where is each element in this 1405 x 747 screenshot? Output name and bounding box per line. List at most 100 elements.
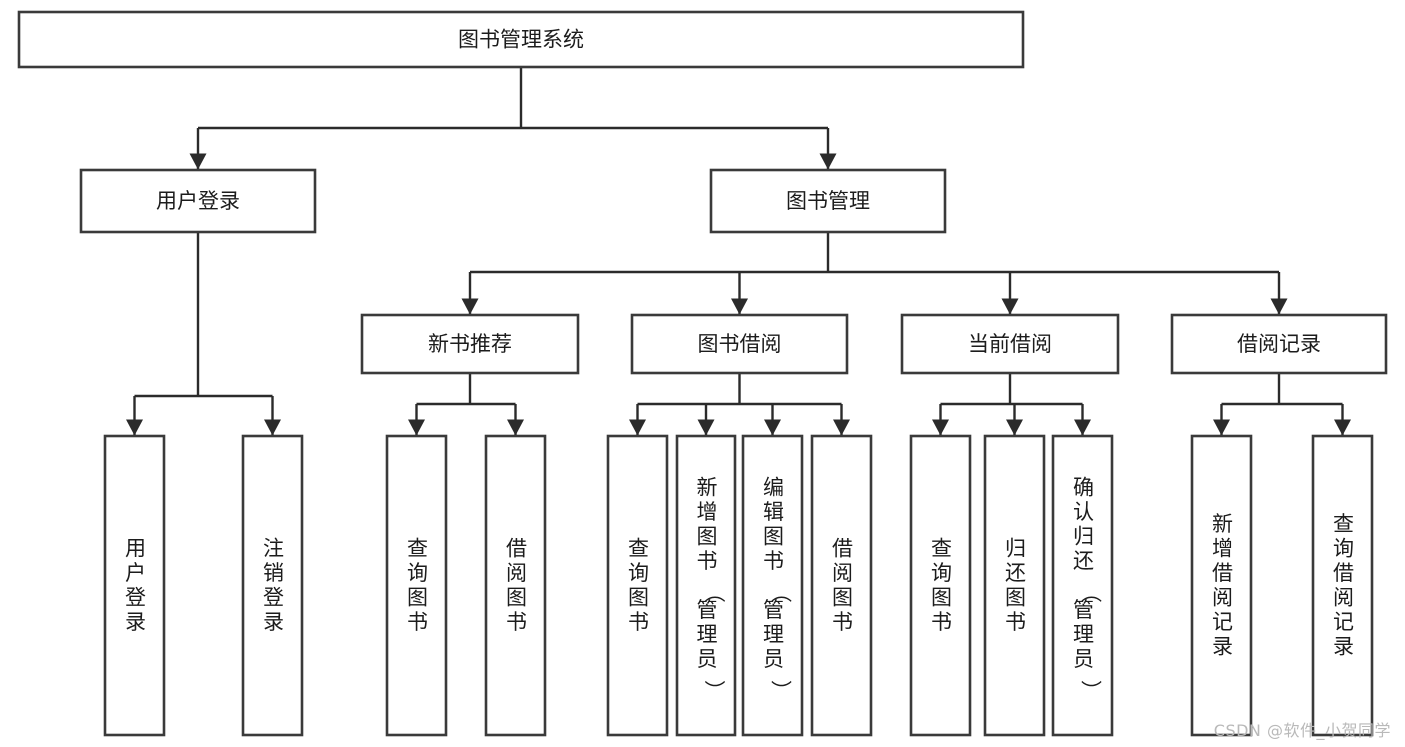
node-root-label: 图书管理系统 xyxy=(458,28,584,52)
edge-book-management-arrow-0 xyxy=(461,298,479,315)
edge-book-borrow-arrow-3 xyxy=(833,419,850,436)
svg-text:增: 增 xyxy=(697,500,718,524)
edge-book-borrow-arrow-2 xyxy=(764,419,781,436)
svg-text:用: 用 xyxy=(125,537,146,561)
svg-text:新: 新 xyxy=(1212,512,1233,536)
svg-text:借: 借 xyxy=(1333,561,1354,585)
edge-current-borrow-arrow-2 xyxy=(1074,419,1091,436)
svg-text:辑: 辑 xyxy=(763,500,784,524)
svg-text:录: 录 xyxy=(1333,635,1354,659)
node-book-management-box[interactable] xyxy=(709,168,947,234)
node-current-borrow-label: 当前借阅 xyxy=(968,332,1052,356)
node-user-login-box[interactable] xyxy=(79,168,317,234)
svg-text:还: 还 xyxy=(1073,549,1094,573)
node-leaf-edit-book-admin-box[interactable] xyxy=(741,434,804,737)
node-leaf-borrow-book-1-box[interactable] xyxy=(484,434,547,737)
node-leaf-confirm-return-admin-box[interactable] xyxy=(1051,434,1114,737)
svg-text:借: 借 xyxy=(506,537,527,561)
node-layer: 图书管理系统用户登录图书管理新书推荐图书借阅当前借阅借阅记录用户登录注销登录查询… xyxy=(17,10,1388,737)
node-new-book-recommend-box[interactable] xyxy=(360,313,580,375)
node-leaf-add-book-admin-box[interactable] xyxy=(675,434,737,737)
node-borrow-record-label: 借阅记录 xyxy=(1237,332,1321,356)
node-leaf-query-book-1-box[interactable] xyxy=(385,434,448,737)
node-leaf-query-book-3-box[interactable] xyxy=(909,434,972,737)
svg-text:图: 图 xyxy=(763,524,784,548)
connector-layer xyxy=(126,67,1351,436)
node-leaf-query-borrow-record-box[interactable] xyxy=(1311,434,1374,737)
node-leaf-logout-login-box[interactable] xyxy=(241,434,304,737)
svg-text:管: 管 xyxy=(697,598,718,622)
svg-text:理: 理 xyxy=(1073,622,1094,646)
svg-text:阅: 阅 xyxy=(1333,586,1354,610)
node-user-login-label: 用户登录 xyxy=(156,189,240,213)
node-current-borrow-box[interactable] xyxy=(900,313,1120,375)
svg-text:图: 图 xyxy=(506,586,527,610)
node-book-borrow-label: 图书借阅 xyxy=(698,332,782,356)
svg-text:借: 借 xyxy=(832,537,853,561)
svg-text:理: 理 xyxy=(763,622,784,646)
edge-book-management-arrow-2 xyxy=(1001,298,1019,315)
svg-text:编: 编 xyxy=(763,475,784,499)
svg-text:阅: 阅 xyxy=(832,561,853,585)
node-leaf-query-book-2-box[interactable] xyxy=(606,434,669,737)
node-book-borrow-box[interactable] xyxy=(630,313,849,375)
svg-text:新: 新 xyxy=(697,475,718,499)
edge-borrow-record-arrow-0 xyxy=(1213,419,1230,436)
svg-text:图: 图 xyxy=(931,586,952,610)
edge-book-borrow-arrow-0 xyxy=(629,419,646,436)
svg-text:）: ） xyxy=(769,680,793,701)
svg-text:图: 图 xyxy=(407,586,428,610)
edge-root-arrow-0 xyxy=(189,153,207,170)
svg-text:借: 借 xyxy=(1212,561,1233,585)
node-borrow-record-box[interactable] xyxy=(1170,313,1388,375)
edge-user-login-arrow-1 xyxy=(264,419,281,436)
svg-text:图: 图 xyxy=(1005,586,1026,610)
svg-text:销: 销 xyxy=(263,561,284,585)
svg-text:图: 图 xyxy=(832,586,853,610)
svg-text:登: 登 xyxy=(263,586,284,610)
svg-text:员: 员 xyxy=(1073,647,1094,671)
svg-text:查: 查 xyxy=(931,537,952,561)
svg-text:阅: 阅 xyxy=(506,561,527,585)
node-leaf-borrow-book-2-box[interactable] xyxy=(810,434,873,737)
svg-text:（: （ xyxy=(702,582,726,603)
svg-text:录: 录 xyxy=(1212,635,1233,659)
edge-root-arrow-1 xyxy=(819,153,837,170)
svg-text:查: 查 xyxy=(407,537,428,561)
svg-text:记: 记 xyxy=(1333,610,1354,634)
edge-new-book-recommend-arrow-1 xyxy=(507,419,524,436)
node-new-book-recommend-label: 新书推荐 xyxy=(428,332,512,356)
svg-text:员: 员 xyxy=(697,647,718,671)
node-root-box[interactable] xyxy=(17,10,1025,69)
svg-text:图: 图 xyxy=(628,586,649,610)
svg-text:认: 认 xyxy=(1073,500,1094,524)
edge-current-borrow-arrow-0 xyxy=(932,419,949,436)
edge-user-login-arrow-0 xyxy=(126,419,143,436)
svg-text:查: 查 xyxy=(1333,512,1354,536)
node-leaf-user-login-box[interactable] xyxy=(103,434,166,737)
svg-text:）: ） xyxy=(702,680,726,701)
svg-text:阅: 阅 xyxy=(1212,586,1233,610)
edge-borrow-record-arrow-1 xyxy=(1334,419,1351,436)
svg-text:确: 确 xyxy=(1073,475,1094,499)
svg-text:询: 询 xyxy=(628,561,649,585)
svg-text:书: 书 xyxy=(832,610,853,634)
svg-text:管: 管 xyxy=(1073,598,1094,622)
svg-text:询: 询 xyxy=(931,561,952,585)
node-leaf-add-borrow-record-box[interactable] xyxy=(1190,434,1253,737)
svg-text:询: 询 xyxy=(407,561,428,585)
svg-text:理: 理 xyxy=(697,622,718,646)
svg-text:图: 图 xyxy=(697,524,718,548)
svg-text:录: 录 xyxy=(263,610,284,634)
node-leaf-return-book-box[interactable] xyxy=(983,434,1046,737)
svg-text:（: （ xyxy=(769,582,793,603)
